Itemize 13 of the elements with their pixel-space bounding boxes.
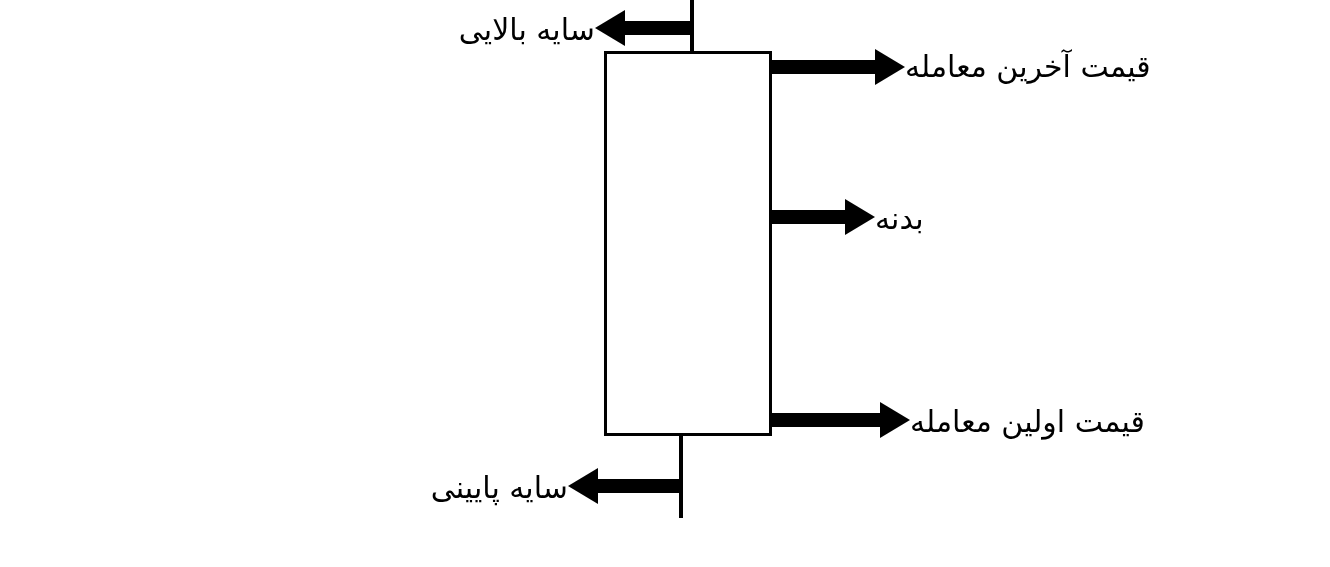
arrow [772,49,905,85]
candle-wick [690,0,694,52]
callout-label: سایه پایینی [430,469,568,507]
arrow [568,468,679,504]
callout-label: قیمت آخرین معامله [905,48,1151,86]
arrow [595,10,690,46]
callout-label: سایه بالایی [458,11,595,49]
candle-body [604,51,772,436]
arrow [772,199,875,235]
callout-label: بدنه [875,200,924,238]
callout-label: قیمت اولین معامله [910,403,1145,441]
candle-wick [679,436,683,518]
arrow [772,402,910,438]
